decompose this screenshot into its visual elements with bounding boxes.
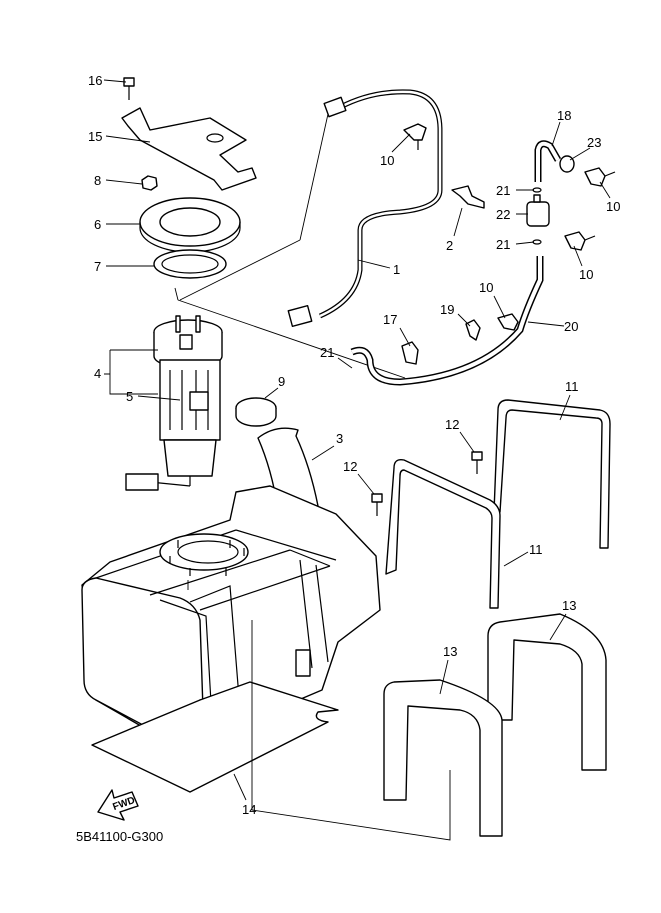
- clamp-parts: [401, 123, 616, 365]
- callout: 3: [336, 431, 343, 446]
- callout: 10: [380, 153, 394, 168]
- callout: 12: [445, 417, 459, 432]
- fuel-cap-part: [235, 397, 277, 427]
- callout: 18: [557, 108, 571, 123]
- callout: 12: [343, 459, 357, 474]
- filler-neck-part: [257, 427, 319, 511]
- callout: 10: [579, 267, 593, 282]
- callout: 20: [564, 319, 578, 334]
- leader-lines: [103, 79, 611, 801]
- tray-part: [91, 681, 339, 793]
- diagram-code: 5B41100-G300: [76, 829, 163, 844]
- callout-labels: 16 15 8 6 7 4 5 1 10 2 18 23 21 22 21 10…: [88, 73, 620, 817]
- callout: 13: [443, 644, 457, 659]
- callout: 6: [94, 217, 101, 232]
- callout: 9: [278, 374, 285, 389]
- mounting-plate-part: [139, 197, 241, 253]
- bolt-part: [123, 77, 135, 100]
- callout: 8: [94, 173, 101, 188]
- callout: 7: [94, 259, 101, 274]
- callout: 21: [496, 237, 510, 252]
- callout: 10: [479, 280, 493, 295]
- pad-parts: [383, 613, 607, 837]
- callout: 5: [126, 389, 133, 404]
- callout: 21: [320, 345, 334, 360]
- vent-hose-part: [534, 140, 562, 182]
- callout: 16: [88, 73, 102, 88]
- callout: 23: [587, 135, 601, 150]
- bracket-part: [121, 107, 257, 191]
- fuel-filter-part: [526, 187, 550, 245]
- callout: 15: [88, 129, 102, 144]
- gasket-part: [153, 249, 227, 279]
- strap-parts: [385, 399, 611, 609]
- bolt-parts: [371, 451, 483, 516]
- fwd-arrow-icon: FWD: [97, 789, 139, 821]
- callout: 21: [496, 183, 510, 198]
- nut-part: [141, 175, 158, 191]
- callout: 4: [94, 366, 101, 381]
- callout: 2: [446, 238, 453, 253]
- callout: 17: [383, 312, 397, 327]
- callout: 22: [496, 207, 510, 222]
- fuel-pump-part: [125, 315, 223, 491]
- callout: 13: [562, 598, 576, 613]
- callout: 19: [440, 302, 454, 317]
- callout: 1: [393, 262, 400, 277]
- callout: 11: [529, 542, 543, 557]
- callout: 10: [606, 199, 620, 214]
- callout: 11: [565, 379, 579, 394]
- callout: 14: [242, 802, 256, 817]
